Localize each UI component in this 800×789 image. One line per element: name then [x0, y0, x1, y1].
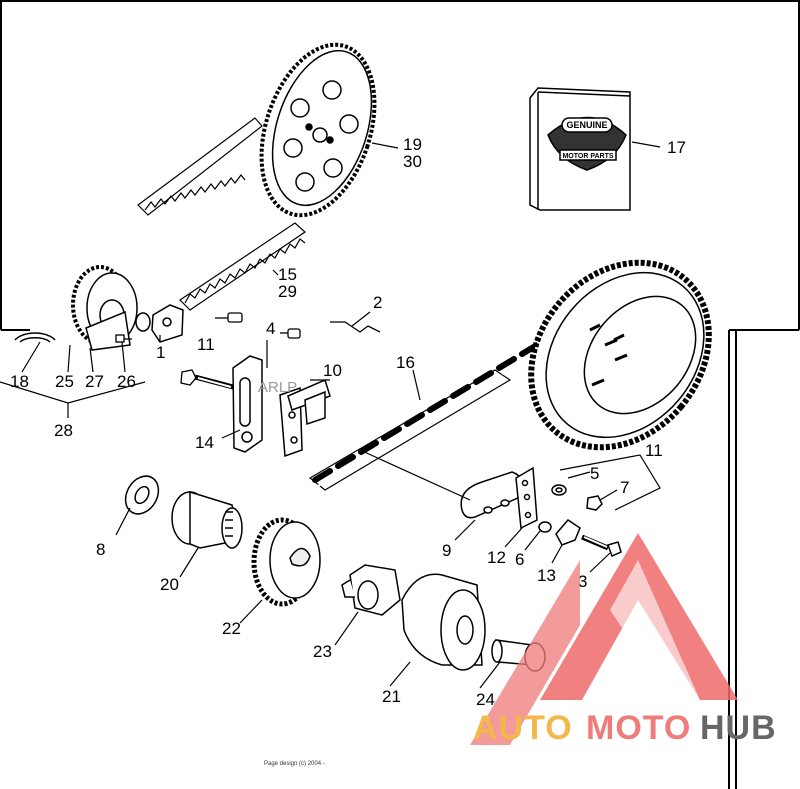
chain-icon	[308, 342, 541, 491]
label-13: 13	[537, 566, 556, 585]
label-3: 3	[578, 572, 587, 591]
label-12: 12	[487, 548, 506, 567]
watermark-wordmark: AUTO MOTO HUB	[473, 709, 777, 747]
screw-icons	[115, 312, 381, 343]
label-11-left: 11	[197, 335, 215, 354]
sprocket-22-icon	[251, 517, 321, 607]
watermark-hub: HUB	[700, 709, 777, 747]
label-11-right: 11	[645, 441, 663, 460]
label-17: 17	[667, 138, 686, 157]
label-9: 9	[442, 541, 451, 560]
washer-8-icon	[124, 475, 160, 515]
label-27: 27	[85, 372, 104, 391]
label-28: 28	[54, 421, 73, 440]
label-26: 26	[117, 372, 136, 391]
label-23: 23	[313, 642, 332, 661]
rear-pulley-icon	[259, 42, 377, 218]
watermark-auto: AUTO	[473, 709, 573, 747]
part-labels: 19 30 17 15 29 2 4 1 11 18 25 27 26 28 1…	[10, 135, 686, 709]
label-30: 30	[403, 152, 422, 171]
box-logo-top: GENUINE	[566, 120, 607, 130]
genuine-parts-box: GENUINE MOTOR PARTS	[529, 87, 631, 211]
box-logo-bottom: MOTOR PARTS	[562, 153, 613, 160]
label-21: 21	[382, 687, 401, 706]
washer-18-icon	[14, 332, 56, 343]
small-hardware-icons	[538, 484, 622, 558]
bolt-11-icon	[180, 369, 234, 390]
label-15: 15	[278, 265, 297, 284]
belt-lower-icon	[179, 222, 306, 311]
label-20: 20	[160, 575, 179, 594]
stamp-text: ARLP	[258, 379, 297, 396]
watermark-moto: MOTO	[586, 709, 691, 747]
label-10: 10	[323, 361, 342, 380]
bracket-10-icon	[279, 378, 331, 458]
part-23-icon	[341, 564, 401, 616]
front-pulley-icon	[71, 265, 138, 351]
adjuster-plate-icon	[232, 355, 263, 453]
label-16: 16	[396, 353, 415, 372]
footer-text: Page design (c) 2004 -	[264, 761, 325, 767]
label-29: 29	[278, 282, 297, 301]
genuine-logo-icon	[547, 116, 627, 171]
label-14: 14	[195, 433, 214, 452]
label-7: 7	[620, 478, 629, 497]
label-18: 18	[10, 372, 29, 391]
label-22: 22	[222, 619, 241, 638]
label-2: 2	[373, 293, 382, 312]
label-25: 25	[55, 372, 74, 391]
hub-20-icon	[171, 490, 243, 549]
watermark-logo-icon	[470, 533, 738, 745]
label-1: 1	[156, 343, 165, 362]
belt-upper-icon	[137, 117, 263, 216]
label-24: 24	[476, 690, 495, 709]
label-8: 8	[96, 540, 105, 559]
label-4: 4	[266, 319, 275, 338]
tensioner-shoe-icon	[460, 471, 523, 519]
leader-lines	[0, 141, 661, 689]
label-19: 19	[403, 135, 422, 154]
label-6: 6	[515, 550, 524, 569]
drum-21-icon	[401, 573, 486, 671]
label-5: 5	[590, 464, 599, 483]
mount-plate-12-icon	[515, 466, 538, 530]
clutch-sprocket-icon	[528, 259, 712, 451]
bracket-1-icon	[135, 304, 184, 343]
